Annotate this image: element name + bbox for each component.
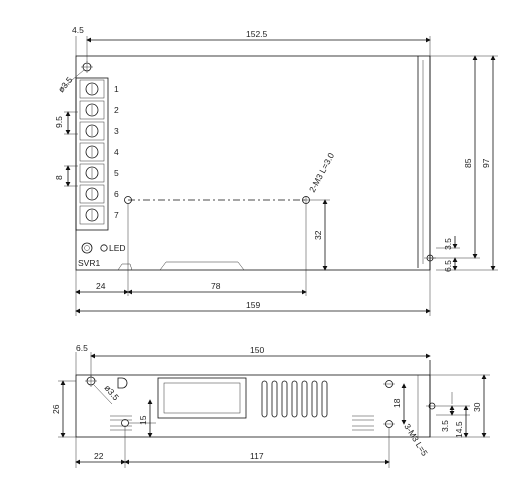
- dim-117: 117: [250, 451, 264, 461]
- terminal-number: 4: [114, 147, 119, 157]
- terminal-cell: [79, 163, 105, 183]
- dim-26: 26: [51, 404, 61, 414]
- dim-height-85: 85: [463, 158, 473, 168]
- screw-label: 2-M3 L=3.0: [307, 151, 336, 194]
- terminal-cell: [79, 79, 105, 99]
- dim-height-97: 97: [481, 158, 491, 168]
- terminal-number: 6: [114, 189, 119, 199]
- d-mark-icon: [117, 377, 128, 389]
- dim-hole-dia: ø3.5: [56, 75, 75, 95]
- led-icon: [100, 244, 108, 252]
- dim-78: 78: [211, 281, 221, 291]
- terminal-number: 3: [114, 126, 119, 136]
- dim-top-3-5: 3.5: [443, 238, 453, 250]
- terminal-cell: [79, 100, 105, 120]
- terminal-number: 5: [114, 168, 119, 178]
- vent-slot: [271, 380, 278, 418]
- dim-length-top: 152.5: [246, 29, 268, 39]
- side-view-outline: [75, 374, 431, 438]
- dim-22: 22: [94, 451, 104, 461]
- top-view-outline: [75, 55, 431, 271]
- svr-label: SVR1: [78, 258, 100, 268]
- terminal-screw-icon: [85, 166, 99, 180]
- screw-hole: [124, 196, 132, 204]
- terminal-cell: [79, 142, 105, 162]
- terminal-number: 1: [114, 84, 119, 94]
- led-label: LED: [109, 243, 126, 253]
- vent-slot: [321, 380, 328, 418]
- dim-side-6-5: 6.5: [76, 343, 88, 353]
- dim-side-hole-dia: ø3.5: [102, 383, 121, 403]
- terminal-number: 2: [114, 105, 119, 115]
- vent-slots: [261, 380, 328, 418]
- dim-159: 159: [246, 300, 260, 310]
- terminal-screw-icon: [85, 103, 99, 117]
- terminal-cell: [79, 184, 105, 204]
- dim-30: 30: [472, 402, 482, 412]
- dim-terminal-pitch: 9.5: [54, 116, 64, 128]
- svr-potentiometer-icon: [81, 242, 93, 254]
- dim-terminal-gap: 8: [54, 175, 64, 180]
- terminal-block: 1 2 3 4 5 6 7: [75, 77, 119, 231]
- terminal-screw-icon: [85, 208, 99, 222]
- dim-32: 32: [313, 230, 323, 240]
- vent-slot: [311, 380, 318, 418]
- dim-14-5: 14.5: [454, 421, 464, 438]
- dim-hole-offset: 4.5: [72, 25, 84, 35]
- dim-15: 15: [138, 415, 148, 425]
- dim-side-3-5: 3.5: [440, 420, 450, 432]
- dim-24: 24: [96, 281, 106, 291]
- terminal-cell: [79, 121, 105, 141]
- vent-slot: [261, 380, 268, 418]
- side-screw-label: 3-M3 L=5: [402, 422, 430, 458]
- terminal-screw-icon: [85, 82, 99, 96]
- vent-slot: [291, 380, 298, 418]
- terminal-number: 7: [114, 210, 119, 220]
- side-window: [157, 377, 247, 419]
- dim-top-6-5: 6.5: [443, 260, 453, 272]
- dim-150: 150: [250, 345, 264, 355]
- terminal-screw-icon: [85, 145, 99, 159]
- terminal-cell: [79, 205, 105, 225]
- vent-slot: [301, 380, 308, 418]
- dim-18: 18: [392, 398, 402, 408]
- terminal-screw-icon: [85, 187, 99, 201]
- terminal-screw-icon: [85, 124, 99, 138]
- side-view: 6.5 150 26 ø3.5 15 18 3-M3 L=5 3.5 14.5 …: [51, 343, 490, 468]
- top-view: 1 2 3 4 5 6 7 LED SVR1 2-M3 L=3.0 4.5 152.5 ø3…: [54, 25, 498, 316]
- vent-slot: [281, 380, 288, 418]
